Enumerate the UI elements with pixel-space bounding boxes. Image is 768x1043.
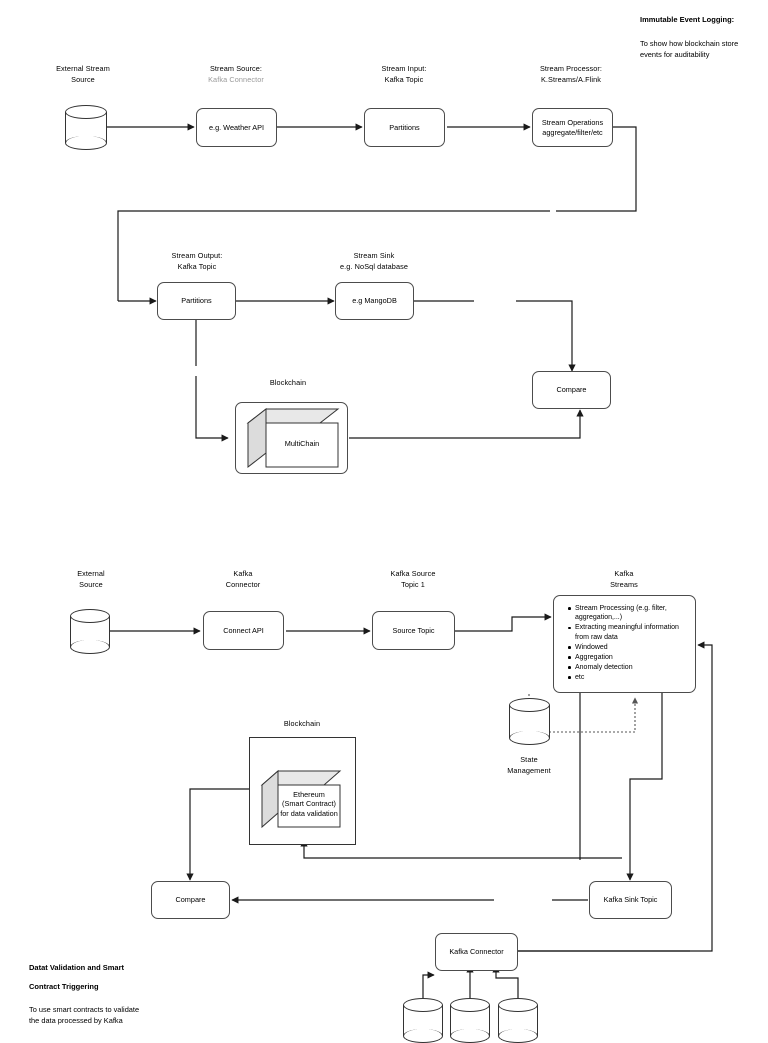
kafka-streams-bullet-list: Stream Processing (e.g. filter, aggregat…: [566, 604, 692, 683]
sink-cylinder-3: [498, 998, 538, 1043]
note-immutable-body: To show how blockchain store events for …: [640, 39, 739, 59]
note-immutable-title: Immutable Event Logging:: [640, 15, 735, 24]
cylinder-bottom: [498, 1029, 538, 1043]
ethereum-cube[interactable]: Ethereum (Smart Contract) for data valid…: [260, 769, 342, 829]
node-kafka-streams[interactable]: [553, 595, 696, 693]
label-external-stream-source: External Stream Source: [56, 64, 110, 84]
cylinder-top: [70, 609, 110, 623]
node-mangodb[interactable]: e.g MangoDB: [335, 282, 414, 320]
label-kafka-source-topic: Kafka Source Topic 1: [390, 569, 436, 589]
cylinder-bottom: [509, 731, 550, 745]
bullet-item: etc: [566, 673, 692, 682]
cylinder-top: [65, 105, 107, 119]
node-weather-api[interactable]: e.g. Weather API: [196, 108, 277, 147]
bullet-item: Aggregation: [566, 653, 692, 662]
sink-cylinder-2: [450, 998, 490, 1043]
node-connect-api[interactable]: Connect API: [203, 611, 284, 650]
bullet-item: Extracting meaningful information from r…: [566, 623, 692, 642]
node-compare-2[interactable]: Compare: [151, 881, 230, 919]
multichain-cube[interactable]: MultiChain: [246, 407, 340, 469]
label-blockchain-1: Blockchain: [269, 378, 307, 387]
sink-cylinder-1: [403, 998, 443, 1043]
label-blockchain-2: Blockchain: [283, 719, 321, 728]
label-stream-input: Stream Input: Kafka Topic: [381, 64, 427, 84]
note-validation-title-2: Contract Triggering: [29, 982, 99, 991]
label-stream-source-sub: Kafka Connector: [208, 75, 264, 84]
note-validation-body: To use smart contracts to validate the d…: [29, 1005, 140, 1025]
label-kafka-streams: Kafka Streams: [610, 569, 638, 589]
bullet-item: Anomaly detection: [566, 663, 692, 672]
ethereum-label: Ethereum (Smart Contract) for data valid…: [280, 790, 338, 818]
label-stream-output: Stream Output: Kafka Topic: [171, 251, 223, 271]
cylinder-bottom: [65, 136, 107, 150]
node-compare-1[interactable]: Compare: [532, 371, 611, 409]
multichain-label: MultiChain: [284, 439, 320, 448]
label-stream-sink: Stream Sink e.g. NoSql database: [339, 251, 409, 271]
note-validation-title-1: Datat Validation and Smart: [29, 963, 125, 972]
label-stream-processor: Stream Processor: K.Streams/A.Flink: [539, 64, 603, 84]
cylinder-top: [450, 998, 490, 1012]
label-stream-source-title: Stream Source:: [209, 64, 263, 73]
label-state-management: State Management: [507, 755, 551, 775]
cylinder-top: [498, 998, 538, 1012]
node-source-topic[interactable]: Source Topic: [372, 611, 455, 650]
external-stream-source-cylinder: [65, 105, 107, 150]
label-external-source: External Source: [77, 569, 105, 589]
node-kafka-sink-topic[interactable]: Kafka Sink Topic: [589, 881, 672, 919]
bullet-item: Windowed: [566, 643, 692, 652]
cylinder-bottom: [403, 1029, 443, 1043]
cylinder-top: [509, 698, 550, 712]
state-management-cylinder: [509, 698, 550, 745]
node-stream-operations[interactable]: Stream Operations aggregate/filter/etc: [532, 108, 613, 147]
cylinder-top: [403, 998, 443, 1012]
cylinder-bottom: [450, 1029, 490, 1043]
bullet-item: Stream Processing (e.g. filter, aggregat…: [566, 604, 692, 623]
node-partitions-output[interactable]: Partitions: [157, 282, 236, 320]
label-kafka-connector: Kafka Connector: [225, 569, 261, 589]
node-kafka-connector-box[interactable]: Kafka Connector: [435, 933, 518, 971]
node-partitions-input[interactable]: Partitions: [364, 108, 445, 147]
cylinder-bottom: [70, 640, 110, 654]
external-source-cylinder: [70, 609, 110, 654]
